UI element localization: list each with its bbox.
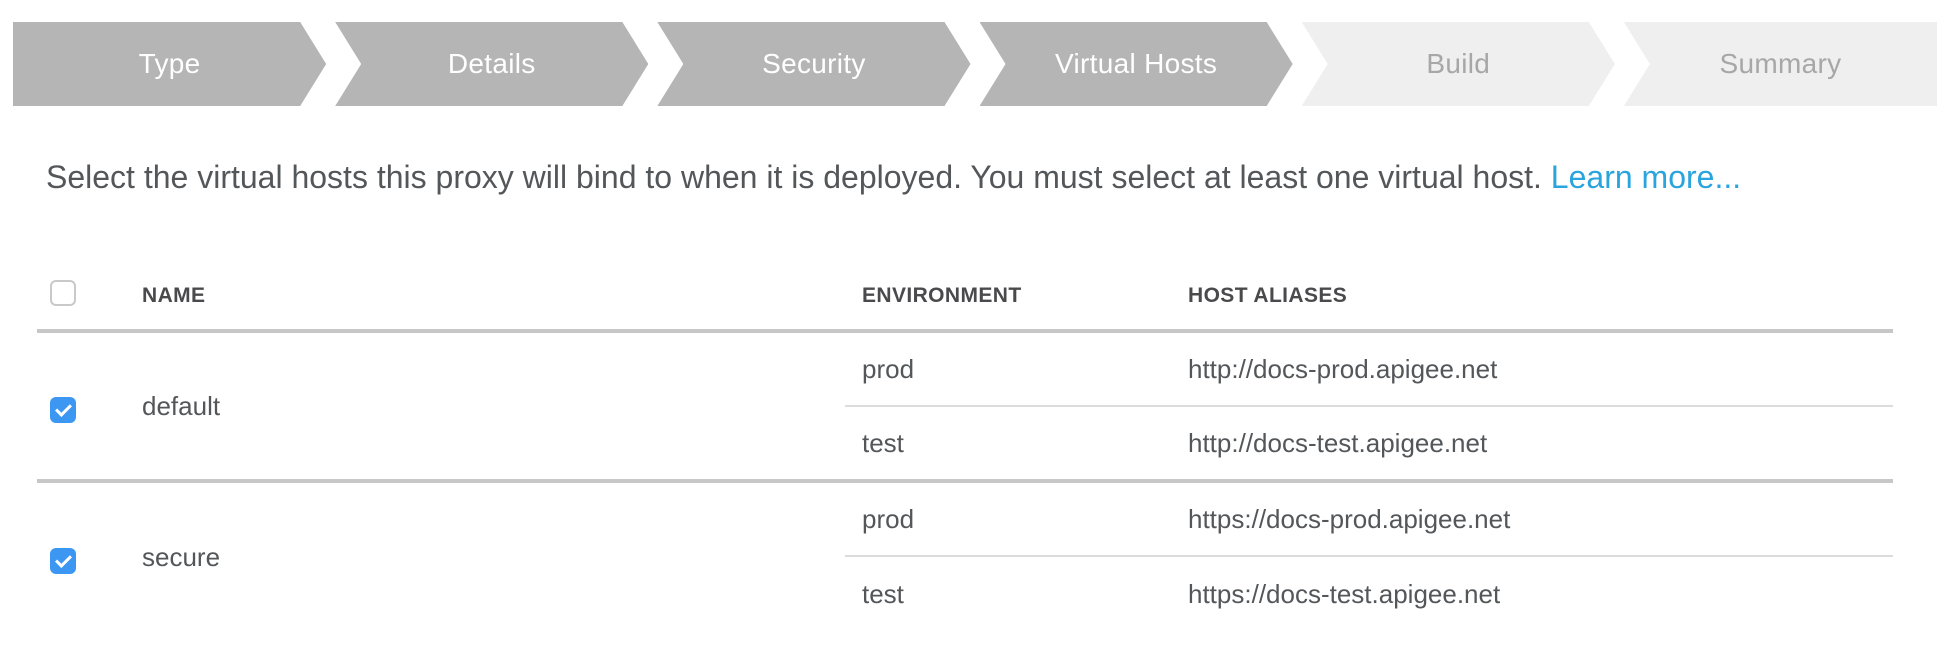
env-value: prod: [845, 481, 1188, 557]
host-alias-value: http://docs-test.apigee.net: [1188, 406, 1893, 483]
step-security[interactable]: Security: [657, 22, 970, 106]
learn-more-link[interactable]: Learn more...: [1550, 159, 1742, 195]
header-select-all-cell: [37, 263, 142, 333]
instruction-text: Select the virtual hosts this proxy will…: [46, 159, 1909, 196]
header-host-aliases: HOST ALIASES: [1188, 263, 1893, 333]
env-value: test: [845, 406, 1188, 483]
host-alias-value: https://docs-test.apigee.net: [1188, 578, 1501, 609]
table-row: secure prod https://docs-prod.apigee.net: [37, 481, 1893, 574]
table-header-row: NAME ENVIRONMENT HOST ALIASES: [37, 263, 1893, 333]
step-virtual-hosts[interactable]: Virtual Hosts: [980, 22, 1293, 106]
virtual-hosts-table: NAME ENVIRONMENT HOST ALIASES default pr…: [37, 263, 1893, 631]
env-value: prod: [845, 331, 1188, 407]
table-row: default prod http://docs-prod.apigee.net: [37, 331, 1893, 483]
row-checkbox-default[interactable]: [50, 397, 76, 423]
step-summary: Summary: [1623, 22, 1938, 106]
step-build: Build: [1302, 22, 1615, 106]
group-default: default prod http://docs-prod.apigee.net…: [37, 331, 1893, 483]
group-secure: secure prod https://docs-prod.apigee.net…: [37, 481, 1893, 631]
row-checkbox-cell: [37, 331, 142, 483]
vhost-name: secure: [142, 541, 221, 572]
step-type[interactable]: Type: [13, 22, 326, 106]
step-details[interactable]: Details: [335, 22, 648, 106]
header-name: NAME: [142, 263, 845, 333]
instruction-sentence: Select the virtual hosts this proxy will…: [46, 159, 1542, 195]
env-value: test: [862, 578, 904, 609]
host-alias-value: https://docs-prod.apigee.net: [1188, 481, 1893, 557]
table-row: test https://docs-test.apigee.net: [37, 556, 1893, 631]
row-checkbox-cell: [37, 481, 142, 631]
row-checkbox-secure[interactable]: [50, 548, 76, 574]
host-alias-value: http://docs-prod.apigee.net: [1188, 331, 1893, 407]
table-row: test http://docs-test.apigee.net: [37, 406, 1893, 483]
header-environment: ENVIRONMENT: [845, 263, 1188, 333]
wizard-stepper: Type Details Security Virtual Hosts Buil…: [13, 22, 1938, 106]
vhost-name: default: [142, 331, 845, 483]
select-all-checkbox[interactable]: [50, 280, 76, 306]
